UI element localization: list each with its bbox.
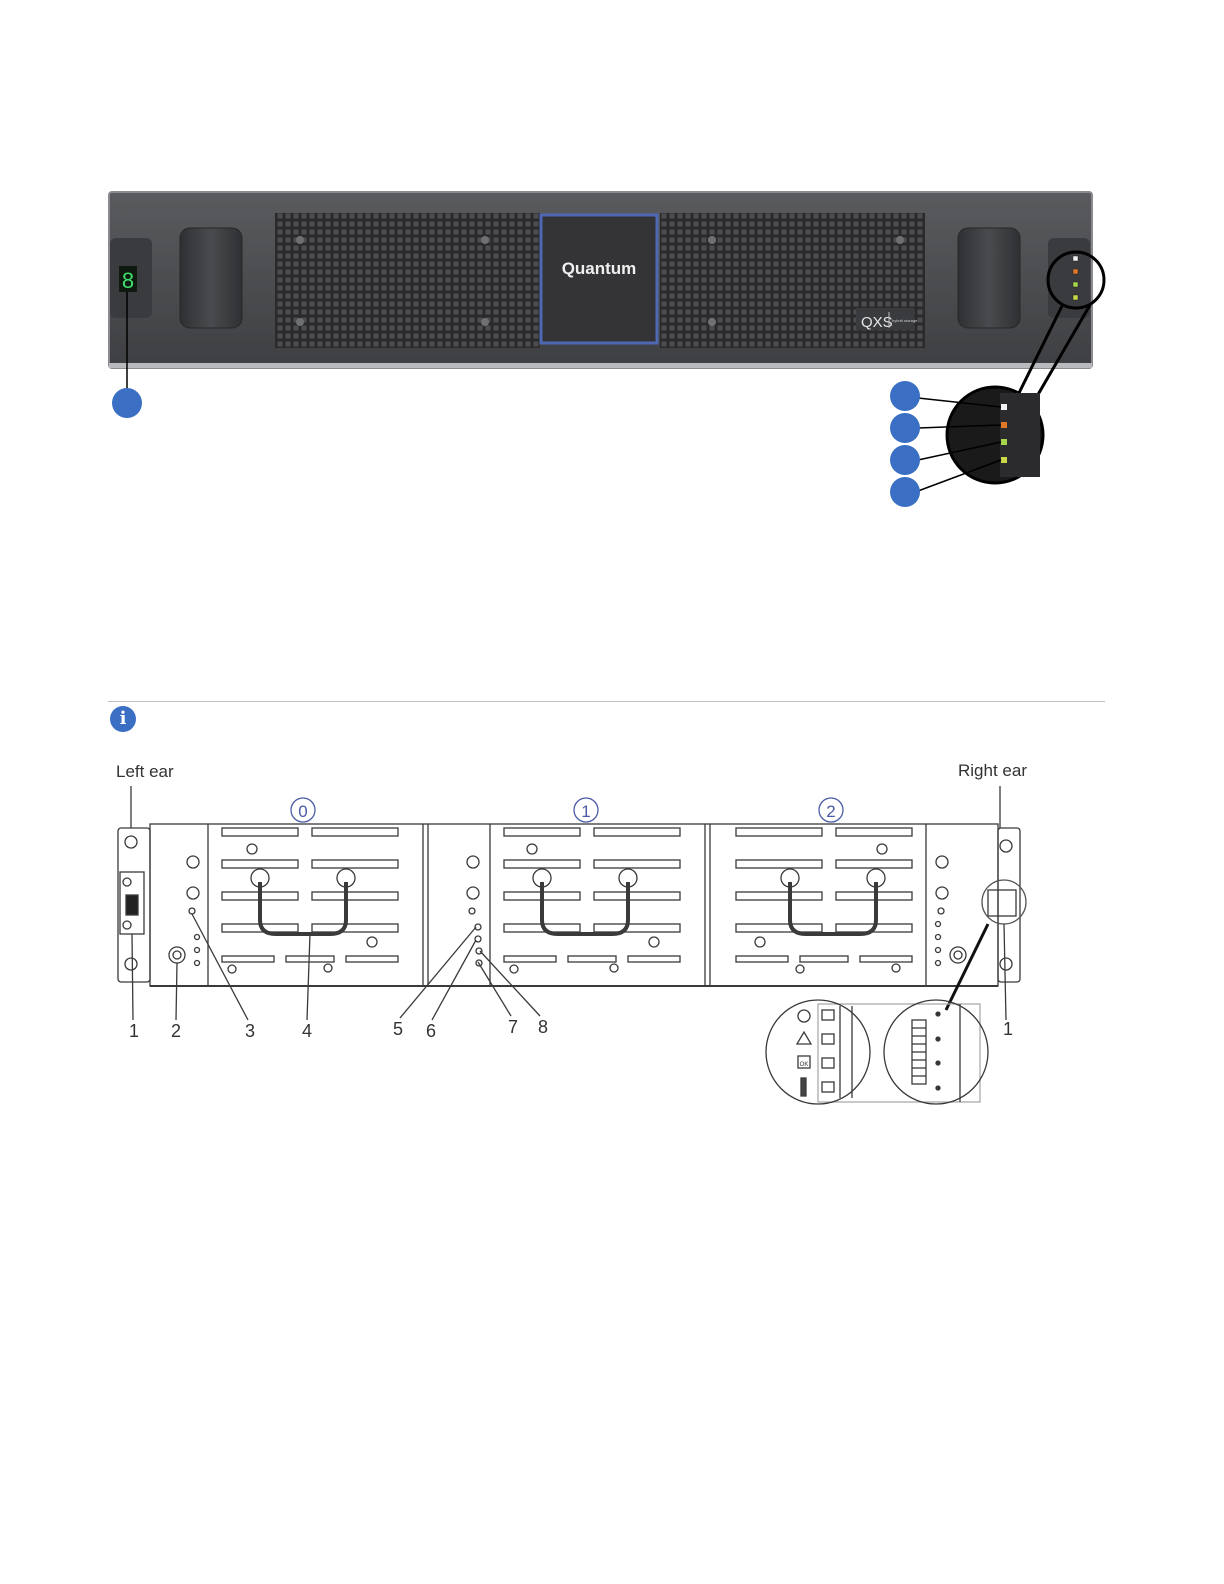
info-icon: i — [110, 706, 136, 732]
bezel-figure: 8 Quantum QXS hybrid storage — [100, 180, 1120, 520]
inset-ok-label: OK — [800, 1062, 809, 1068]
right-handle[interactable] — [958, 228, 1020, 328]
callout-marker-left — [112, 388, 142, 418]
callout-marker-led-3 — [890, 445, 920, 475]
model-label: QXS — [861, 314, 893, 331]
callout-8: 8 — [538, 1017, 548, 1037]
callout-4: 4 — [302, 1021, 312, 1041]
callout-marker-led-2 — [890, 413, 920, 443]
module-number-1: 1 — [581, 802, 590, 821]
right-ear-label: Right ear — [958, 761, 1027, 780]
callout-7: 7 — [508, 1017, 518, 1037]
callout-marker-led-4 — [890, 477, 920, 507]
chassis-figure: Left ear Right ear 0 1 2 OK 1 2 3 4 5 6 … — [100, 752, 1040, 1112]
drive-module-1[interactable] — [504, 824, 710, 986]
callout-5: 5 — [393, 1019, 403, 1039]
left-ear-label: Left ear — [116, 762, 174, 781]
callout-marker-led-1 — [890, 381, 920, 411]
model-subtext: hybrid storage — [892, 318, 918, 323]
left-handle[interactable] — [180, 228, 242, 328]
section-divider — [108, 701, 1105, 702]
drive-module-0[interactable] — [222, 824, 428, 986]
left-mesh-grille — [275, 213, 540, 348]
drive-module-2[interactable] — [736, 824, 926, 986]
module-number-2: 2 — [826, 802, 835, 821]
callout-1-left: 1 — [129, 1021, 139, 1041]
callout-2: 2 — [171, 1021, 181, 1041]
module-number-0: 0 — [298, 802, 307, 821]
callout-3: 3 — [245, 1021, 255, 1041]
seven-segment-digit: 8 — [122, 268, 134, 293]
callout-6: 6 — [426, 1021, 436, 1041]
brand-badge — [541, 215, 657, 343]
callout-1-right: 1 — [1003, 1019, 1013, 1039]
brand-logo: Quantum — [562, 259, 637, 278]
led-magnifier — [947, 387, 1043, 483]
